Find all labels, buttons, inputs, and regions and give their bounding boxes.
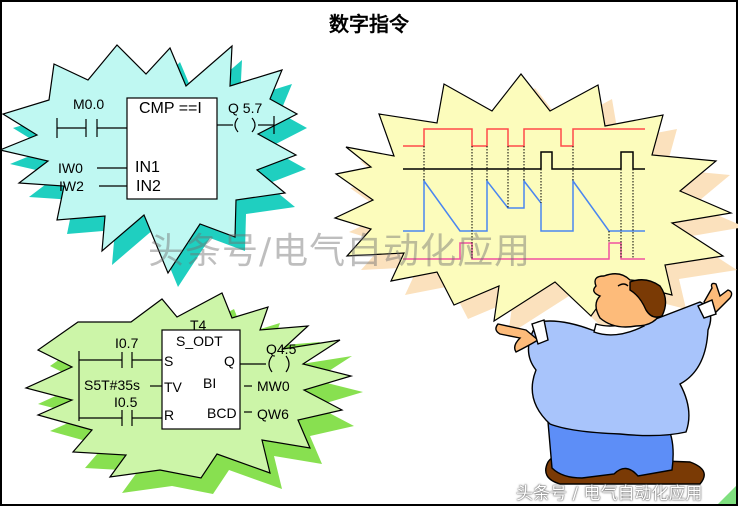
pin-r: R [164, 407, 175, 423]
cmp-block-title: CMP ==I [139, 100, 202, 117]
start-signal-trace [403, 128, 645, 147]
slide-title: 数字指令 [329, 12, 409, 36]
contact-label-i0-5: I0.5 [114, 394, 138, 410]
pin-bi: BI [203, 375, 217, 391]
timing-burst [333, 73, 738, 335]
hair [629, 279, 667, 318]
reset-signal-trace [403, 151, 645, 170]
timer-block-title: S_ODT [176, 333, 223, 349]
pin-in2: IN2 [136, 178, 161, 195]
pin-s: S [164, 353, 174, 369]
operand-iw0: IW0 [58, 160, 83, 176]
output-mw0: MW0 [257, 378, 290, 394]
watermark-center: 头条号/电气自动化应用 [148, 231, 532, 272]
coil-label-q4-5: Q4.5 [266, 341, 297, 357]
pin-q: Q [224, 353, 235, 369]
left-hand [495, 323, 540, 353]
coil-label-q5-7: Q 5.7 [228, 100, 263, 116]
timing-guides [423, 146, 634, 259]
pin-tv: TV [164, 379, 182, 395]
corner-triangle [718, 486, 736, 504]
contact-label-m0-0: M0.0 [73, 96, 105, 112]
timer-ladder [78, 329, 290, 430]
contact-label-i0-7: I0.7 [115, 335, 139, 351]
pin-bcd: BCD [207, 405, 237, 421]
operand-iw2: IW2 [59, 178, 84, 194]
timer-name-t4: T4 [190, 317, 207, 333]
time-value-label: S5T#35s [84, 377, 141, 393]
timer-value-trace [403, 178, 645, 232]
output-qw6: QW6 [257, 406, 289, 422]
watermark-corner: 头条号 / 电气自动化应用 [516, 484, 703, 504]
compare-ladder [56, 97, 275, 200]
cartoon-presenter [495, 273, 733, 485]
timing-diagram [403, 128, 645, 260]
pin-in1: IN1 [135, 159, 160, 176]
